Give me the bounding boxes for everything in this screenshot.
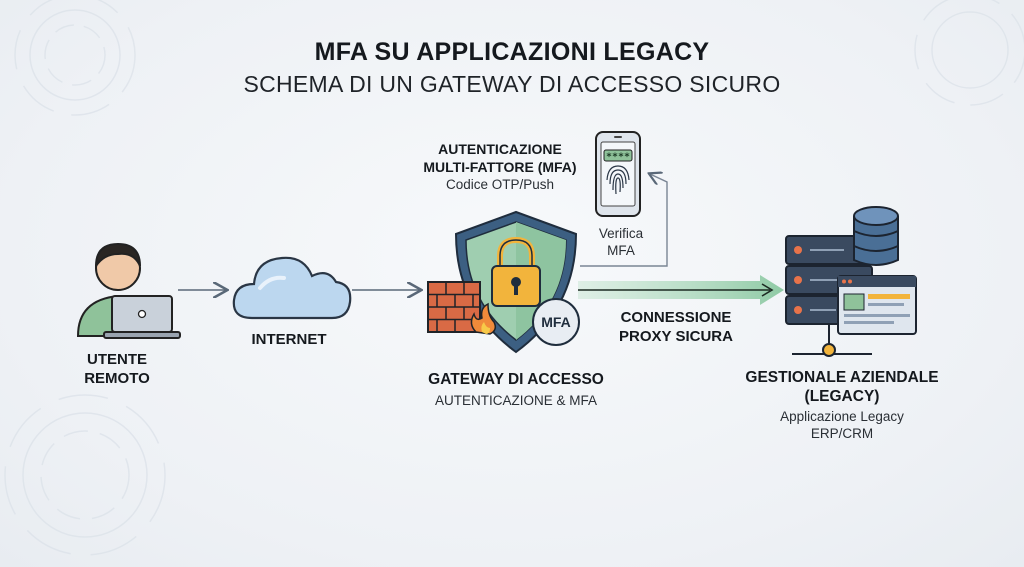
page-title: MFA SU APPLICAZIONI LEGACY	[314, 38, 710, 66]
mfa-sublabel: Codice OTP/Push	[445, 177, 555, 192]
arrow-verify-mfa	[580, 174, 668, 267]
user-laptop-icon	[76, 242, 181, 339]
proxy-label: CONNESSIONE PROXY SICURA	[619, 309, 733, 345]
firewall-icon	[427, 281, 497, 335]
mfa-badge: MFA	[532, 298, 580, 346]
verify-mfa-label: Verifica MFA	[598, 226, 644, 258]
mfa-badge-text: MFA	[541, 314, 571, 330]
server-database-icon	[785, 206, 917, 357]
gateway-label: GATEWAY DI ACCESSO AUTENTICAZIONE & MFA	[400, 370, 632, 409]
page-subtitle: SCHEMA DI UN GATEWAY DI ACCESSO SICURO	[243, 71, 781, 97]
internet-label: INTERNET	[251, 331, 327, 348]
smartphone-fingerprint-icon: ****	[595, 131, 641, 217]
user-label: UTENTE REMOTO	[84, 351, 150, 387]
legacy-label: GESTIONALE AZIENDALE (LEGACY) Applicazio…	[745, 369, 939, 441]
cloud-icon	[232, 256, 352, 320]
mfa-label: AUTENTICAZIONE MULTI-FATTORE (MFA) Codic…	[402, 140, 598, 193]
gateway-sublabel: AUTENTICAZIONE & MFA	[434, 393, 597, 408]
proxy-connection-band	[578, 275, 784, 305]
otp-mask: ****	[606, 152, 630, 163]
